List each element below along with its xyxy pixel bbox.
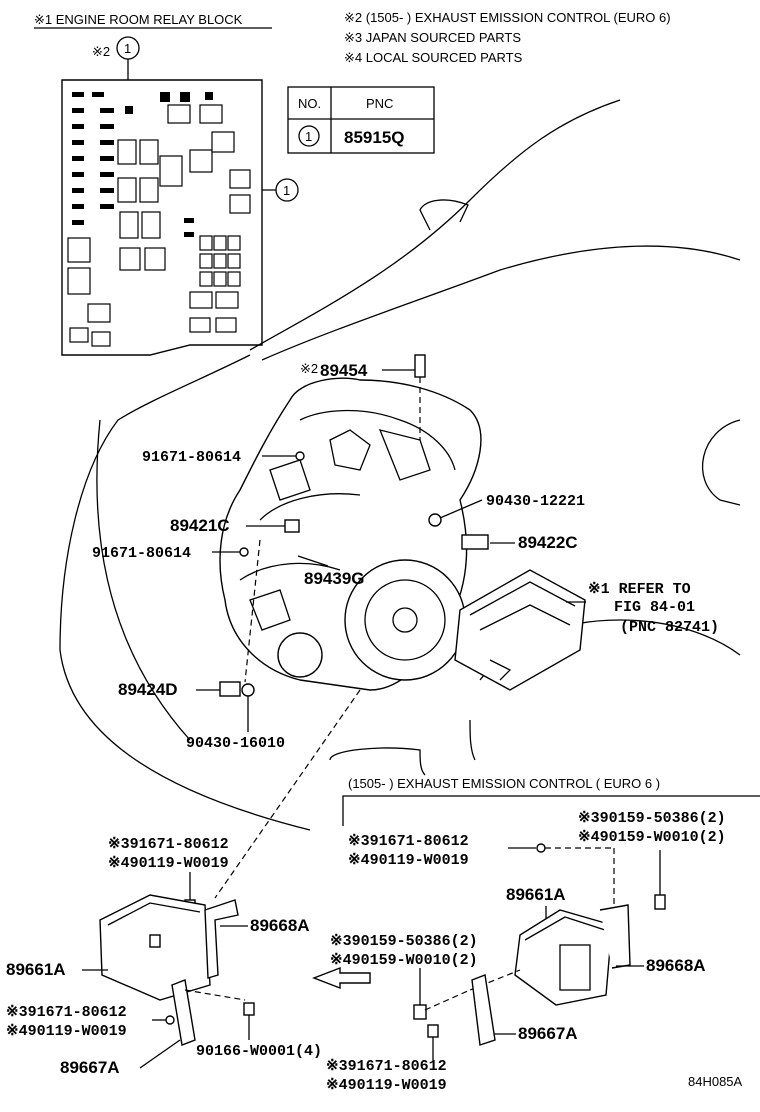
part-89439g: 89439G: [304, 569, 365, 588]
relay-callout-top: 1: [124, 41, 131, 56]
left-mid-90119-w0019: ※490119-W0019: [6, 1023, 127, 1040]
left-89667a: 89667A: [60, 1058, 120, 1077]
part-90430-16010: 90430-16010: [186, 735, 285, 752]
pnc-table: NO. PNC 1 85915Q: [287, 86, 435, 154]
part-89422c: 89422C: [518, 533, 578, 552]
figure-code: 84H085A: [688, 1074, 743, 1089]
note-japan-sourced: ※3 JAPAN SOURCED PARTS: [344, 30, 521, 45]
inset-91671-80612: ※391671-80612: [348, 833, 469, 850]
left-89661a: 89661A: [6, 960, 66, 979]
inset-bot-90119-w0019: ※490119-W0019: [326, 1077, 447, 1094]
relay-block: ※2 1 1: [61, 36, 299, 356]
inset-90119-w0019: ※490119-W0019: [348, 852, 469, 869]
vehicle-outline: [59, 99, 741, 831]
direction-arrow: [312, 966, 371, 990]
inset-90159-w0010: ※490159-W0010(2): [578, 829, 726, 846]
left-mid-91671-80612: ※391671-80612: [6, 1004, 127, 1021]
pnc-table-row-no: 1: [305, 129, 312, 144]
ref-line3: (PNC 82741): [620, 619, 719, 636]
inset-89661a: 89661A: [506, 885, 566, 904]
pnc-table-row-pnc: 85915Q: [344, 128, 405, 147]
ref-line1: ※1 REFER TO: [588, 581, 691, 598]
relay-callout-side: 1: [283, 183, 290, 198]
note-local-sourced: ※4 LOCAL SOURCED PARTS: [344, 50, 523, 65]
relay-block-mark: ※2: [92, 44, 110, 59]
left-90166-w0001: 90166-W0001(4): [196, 1043, 322, 1060]
left-90119-w0019: ※490119-W0019: [108, 855, 229, 872]
ref-line2: FIG 84-01: [614, 599, 695, 616]
engine-callouts: ※2 89454 91671-80614 90430-12221 89421C …: [92, 354, 719, 752]
pnc-table-header-pnc: PNC: [366, 96, 393, 111]
inset-89668a: 89668A: [646, 956, 706, 975]
part-90430-12221: 90430-12221: [486, 493, 585, 510]
part-89424d: 89424D: [118, 680, 178, 699]
left-ecu-assembly: ※391671-80612 ※490119-W0019 89668A 89661…: [6, 836, 322, 1077]
inset-mid-90159-50386: ※390159-50386(2): [330, 933, 478, 950]
note-engine-room-relay-block: ※1 ENGINE ROOM RELAY BLOCK: [34, 12, 243, 27]
leader-dash: [214, 689, 361, 899]
euro6-inset: (1505- ) EXHAUST EMISSION CONTROL ( EURO…: [312, 776, 760, 1094]
part-91671-80614-a: 91671-80614: [142, 449, 241, 466]
part-89454-prefix: ※2: [300, 361, 318, 376]
inset-title: (1505- ) EXHAUST EMISSION CONTROL ( EURO…: [348, 776, 660, 791]
inset-bot-91671-80612: ※391671-80612: [326, 1058, 447, 1075]
part-89454: 89454: [320, 361, 368, 380]
pnc-table-header-no: NO.: [298, 96, 321, 111]
part-91671-80614-b: 91671-80614: [92, 545, 191, 562]
inset-89667a: 89667A: [518, 1024, 578, 1043]
left-91671-80612: ※391671-80612: [108, 836, 229, 853]
left-89668a: 89668A: [250, 916, 310, 935]
inset-mid-90159-w0010: ※490159-W0010(2): [330, 952, 478, 969]
part-89421c: 89421C: [170, 516, 230, 535]
inset-90159-50386: ※390159-50386(2): [578, 810, 726, 827]
note-euro6: ※2 (1505- ) EXHAUST EMISSION CONTROL (EU…: [344, 10, 671, 25]
